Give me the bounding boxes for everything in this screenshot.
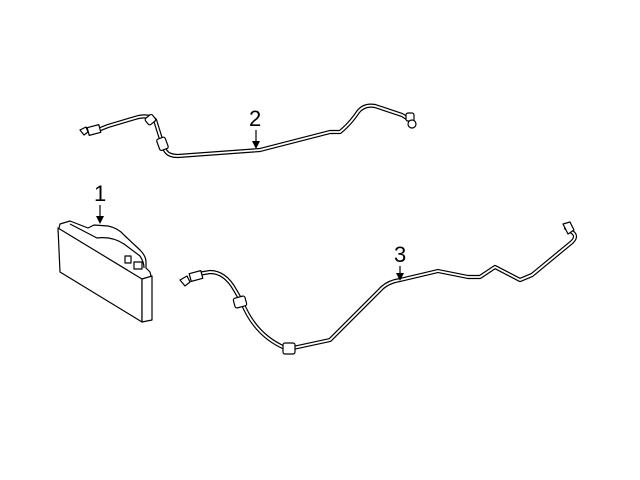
callout-label-2: 2 <box>249 106 262 131</box>
cooler-line-upper-part <box>79 103 417 159</box>
callout-label-3: 3 <box>394 242 407 267</box>
callout-label-1: 1 <box>94 181 107 206</box>
callout-arrow-1 <box>96 205 104 224</box>
callout-arrow-3 <box>396 266 404 281</box>
cooler-line-lower-part <box>179 221 578 355</box>
oil-cooler-part <box>57 220 153 323</box>
callout-arrow-2 <box>252 130 260 149</box>
